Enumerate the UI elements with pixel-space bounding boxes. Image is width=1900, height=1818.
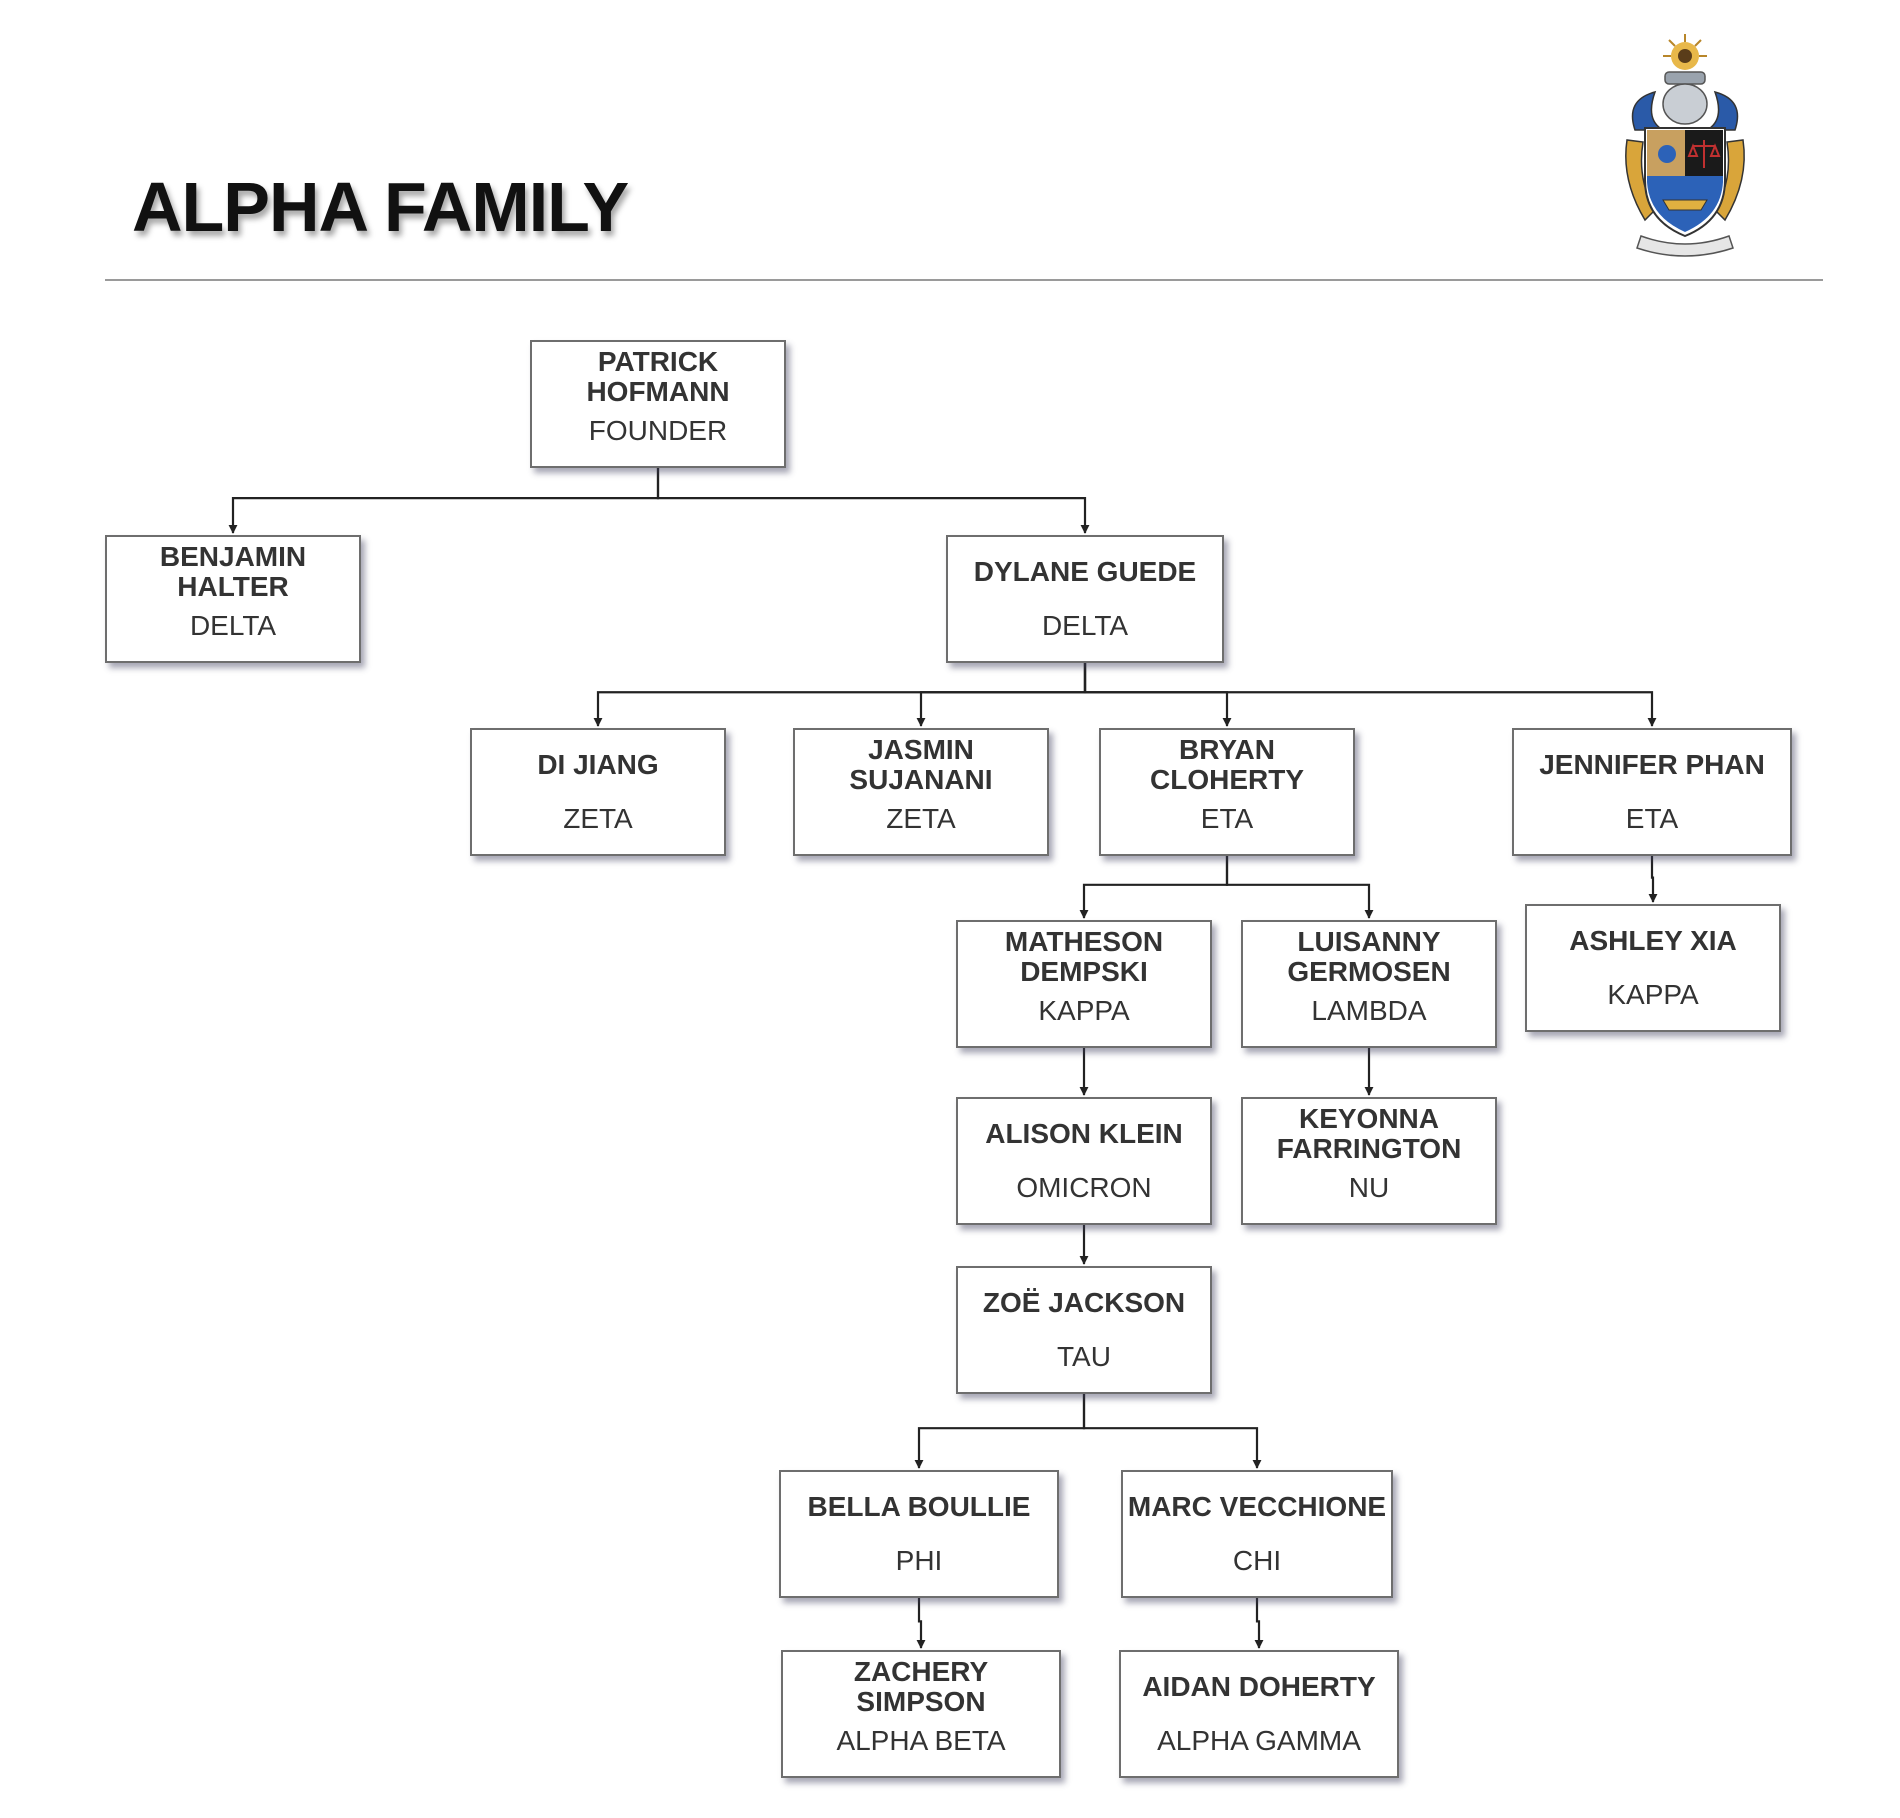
node-name: ZACHERY SIMPSON	[853, 1656, 989, 1717]
node-chapter: LAMBDA	[1311, 995, 1427, 1026]
node-chapter: ETA	[1200, 803, 1254, 834]
node-bryan-cloherty: BRYAN CLOHERTY ETA	[1099, 728, 1355, 856]
node-chapter: ALPHA BETA	[836, 1725, 1006, 1756]
node-chapter: DELTA	[1041, 610, 1129, 641]
node-chapter: OMICRON	[1016, 1172, 1152, 1203]
node-benjamin-halter: BENJAMIN HALTER DELTA	[105, 535, 361, 663]
node-keyonna-farrington: KEYONNA FARRINGTON NU	[1241, 1097, 1497, 1225]
fraternity-crest-icon	[1615, 30, 1755, 270]
node-name: ZOË JACKSON	[982, 1287, 1186, 1318]
node-jennifer-phan: JENNIFER PHAN ETA	[1512, 728, 1792, 856]
node-alison-klein: ALISON KLEIN OMICRON	[956, 1097, 1212, 1225]
node-name: ALISON KLEIN	[985, 1118, 1183, 1149]
node-bella-boullie: BELLA BOULLIE PHI	[779, 1470, 1059, 1598]
node-name: LUISANNY GERMOSEN	[1287, 926, 1451, 987]
node-name: BENJAMIN HALTER	[159, 541, 307, 602]
node-chapter: PHI	[895, 1545, 943, 1576]
node-chapter: ZETA	[886, 803, 956, 834]
node-name: DYLANE GUEDE	[973, 556, 1197, 587]
node-chapter: CHI	[1232, 1545, 1282, 1576]
connector-bella-zachery	[916, 1598, 926, 1649]
connector-patrick-benjamin	[228, 468, 660, 534]
node-name: ASHLEY XIA	[1569, 925, 1737, 956]
node-luisanny-germosen: LUISANNY GERMOSEN LAMBDA	[1241, 920, 1497, 1048]
node-name: AIDAN DOHERTY	[1142, 1671, 1376, 1702]
node-chapter: FOUNDER	[588, 415, 728, 446]
connector-dylane-jasmin	[916, 663, 1087, 727]
node-chapter: NU	[1348, 1172, 1390, 1203]
connector-jennifer-ashley	[1648, 856, 1658, 903]
node-chapter: ALPHA GAMMA	[1157, 1725, 1361, 1756]
node-chapter: KAPPA	[1038, 995, 1130, 1026]
connector-dylane-di	[593, 663, 1087, 727]
node-name: DI JIANG	[537, 749, 659, 780]
node-name: BELLA BOULLIE	[807, 1491, 1031, 1522]
node-dylane-guede: DYLANE GUEDE DELTA	[946, 535, 1224, 663]
node-name: BRYAN CLOHERTY	[1150, 734, 1304, 795]
page-title: ALPHA FAMILY	[132, 168, 629, 246]
node-aidan-doherty: AIDAN DOHERTY ALPHA GAMMA	[1119, 1650, 1399, 1778]
connector-marc-aidan	[1254, 1598, 1264, 1649]
node-name: MARC VECCHIONE	[1127, 1491, 1387, 1522]
connector-patrick-dylane	[656, 468, 1090, 534]
node-name: MATHESON DEMPSKI	[1004, 926, 1164, 987]
node-matheson-dempski: MATHESON DEMPSKI KAPPA	[956, 920, 1212, 1048]
node-zachery-simpson: ZACHERY SIMPSON ALPHA BETA	[781, 1650, 1061, 1778]
node-name: KEYONNA FARRINGTON	[1276, 1103, 1462, 1164]
node-name: JASMIN SUJANANI	[849, 734, 993, 795]
connector-dylane-jennifer	[1083, 663, 1657, 727]
node-marc-vecchione: MARC VECCHIONE CHI	[1121, 1470, 1393, 1598]
node-chapter: KAPPA	[1607, 979, 1699, 1010]
node-name: PATRICK HOFMANN	[586, 346, 730, 407]
node-chapter: TAU	[1057, 1341, 1111, 1372]
connector-bryan-matheson	[1079, 856, 1229, 919]
node-chapter: ZETA	[563, 803, 633, 834]
connector-dylane-bryan	[1083, 663, 1232, 727]
connector-zoe-bella	[914, 1394, 1086, 1469]
title-divider	[105, 279, 1823, 281]
connector-bryan-luisanny	[1225, 856, 1374, 919]
node-jasmin-sujanani: JASMIN SUJANANI ZETA	[793, 728, 1049, 856]
node-di-jiang: DI JIANG ZETA	[470, 728, 726, 856]
node-name: JENNIFER PHAN	[1539, 749, 1765, 780]
node-ashley-xia: ASHLEY XIA KAPPA	[1525, 904, 1781, 1032]
connector-zoe-marc	[1082, 1394, 1262, 1469]
node-patrick-hofmann: PATRICK HOFMANN FOUNDER	[530, 340, 786, 468]
node-zoe-jackson: ZOË JACKSON TAU	[956, 1266, 1212, 1394]
node-chapter: ETA	[1625, 803, 1679, 834]
node-chapter: DELTA	[189, 610, 277, 641]
